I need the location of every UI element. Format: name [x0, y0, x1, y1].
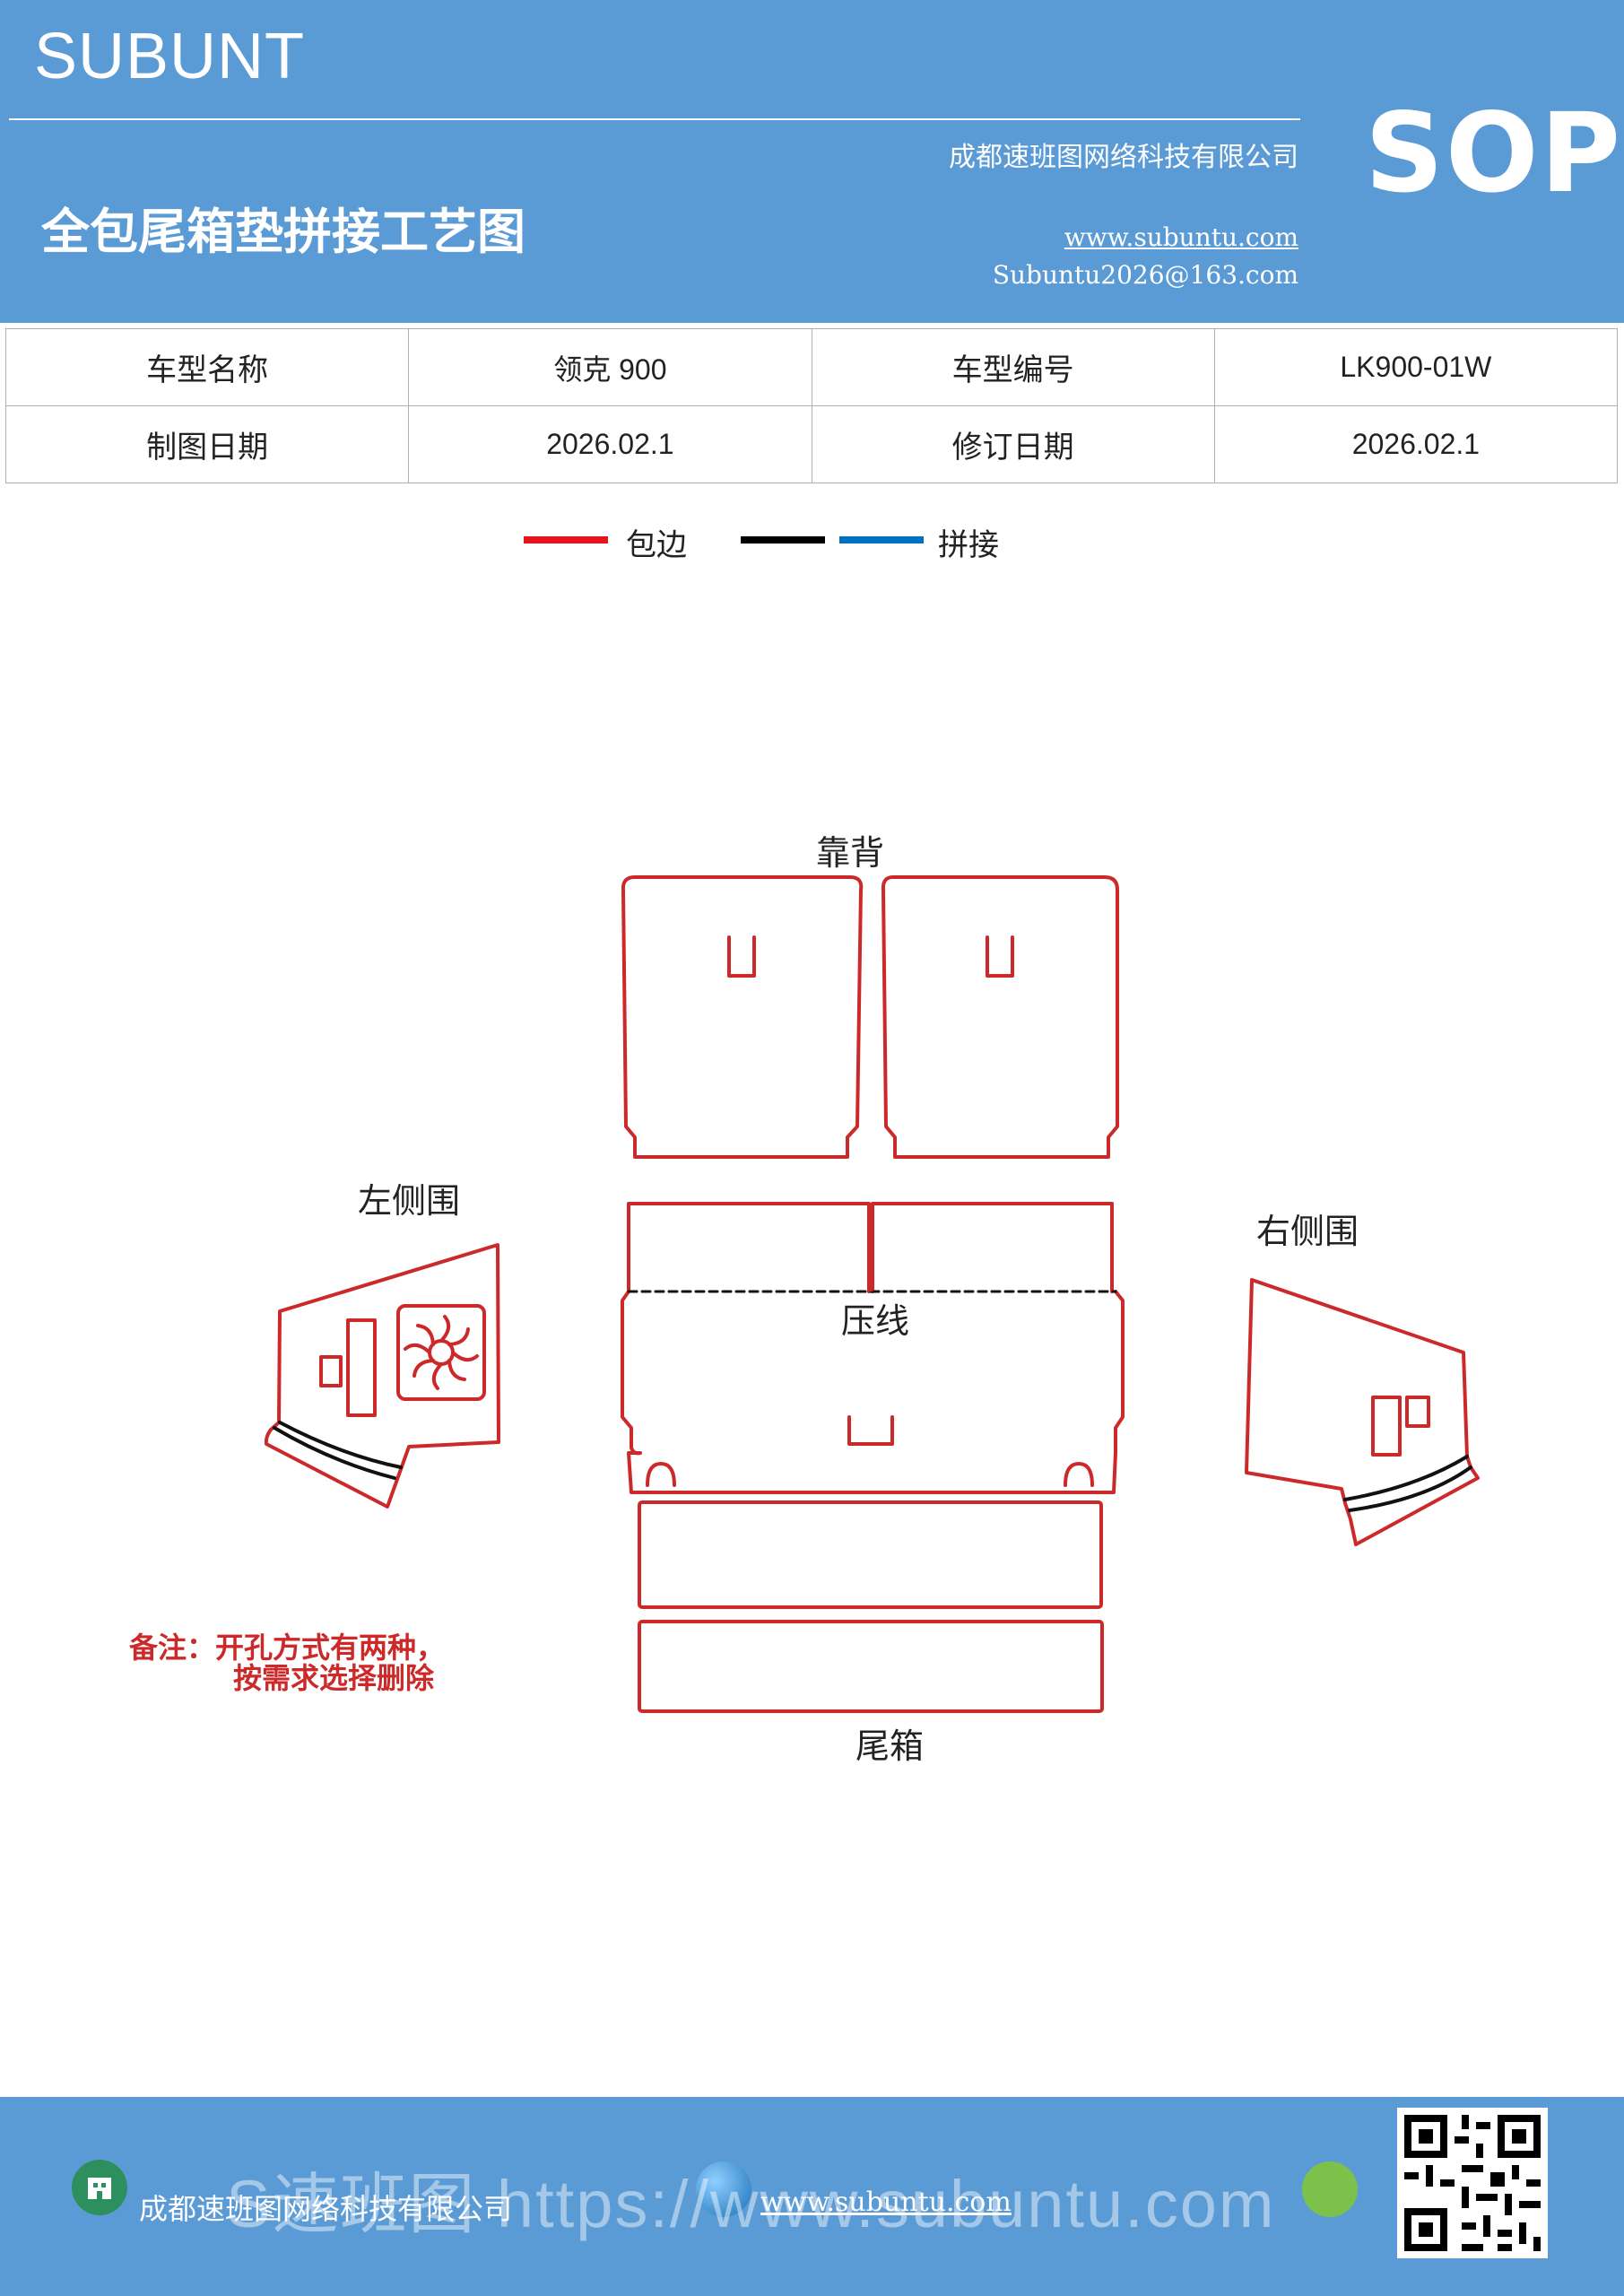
- qr-code: [1397, 2108, 1548, 2258]
- website-link[interactable]: www.subuntu.com: [1064, 222, 1298, 252]
- table-row: 车型名称 领克 900 车型编号 LK900-01W: [4, 328, 1619, 406]
- trunk-label: 尾箱: [855, 1726, 924, 1766]
- right-side-seam: [1343, 1455, 1469, 1501]
- footer-banner: 成都速班图网络科技有限公司 www.subuntu.com S速班图 https…: [0, 2097, 1624, 2296]
- footer-website-link[interactable]: www.subuntu.com: [760, 2187, 1012, 2218]
- note-line-2: 按需求选择删除: [233, 1661, 435, 1695]
- header-banner: SUBUNT 成都速班图网络科技有限公司 全包尾箱垫拼接工艺图 www.subu…: [0, 0, 1624, 323]
- header-divider: [9, 118, 1300, 120]
- footer-watermark: S速班图 https://www.subuntu.com: [226, 2167, 1276, 2241]
- left-side-slot-long: [346, 1318, 377, 1417]
- right-side-slot-small: [1405, 1396, 1430, 1428]
- floor-notch-left: [646, 1462, 676, 1487]
- floor-notch-right: [1064, 1462, 1094, 1487]
- globe-icon: [696, 2161, 751, 2217]
- backrest-label: 靠背: [816, 833, 884, 873]
- right-side-slot-long: [1371, 1396, 1402, 1457]
- left-side-vent-frame: [396, 1304, 486, 1401]
- right-side-seam-2: [1348, 1465, 1472, 1512]
- document-title: 全包尾箱垫拼接工艺图: [41, 204, 525, 260]
- legend-seam-label: 拼接: [938, 527, 999, 563]
- trunk-panel-upper: [638, 1500, 1103, 1609]
- model-code-value: LK900-01W: [1213, 328, 1619, 406]
- draw-date-label: 制图日期: [4, 405, 410, 483]
- vehicle-info-table: 车型名称 领克 900 车型编号 LK900-01W 制图日期 2026.02.…: [4, 328, 1619, 483]
- floor-slot: [847, 1415, 894, 1446]
- model-name-label: 车型名称: [4, 328, 410, 406]
- model-code-label: 车型编号: [811, 328, 1215, 406]
- legend: 包边 拼接: [524, 520, 1062, 574]
- wechat-icon: [1302, 2161, 1358, 2217]
- model-name-value: 领克 900: [408, 328, 812, 406]
- left-side-vent-icon: [404, 1315, 479, 1390]
- note-line-1: 备注：开孔方式有两种，: [129, 1631, 445, 1665]
- left-side-panel: [264, 1243, 500, 1509]
- legend-seam-black-swatch: [741, 536, 825, 544]
- backrest-right-panel: [881, 875, 1119, 1159]
- upper-flap-left: [627, 1202, 871, 1293]
- floor-panel: [621, 1290, 1125, 1494]
- left-side-seam-2: [273, 1426, 396, 1480]
- sop-badge: SOP: [1365, 90, 1622, 217]
- legend-edge-label: 包边: [626, 527, 687, 563]
- backrest-left-panel: [621, 875, 864, 1159]
- legend-seam-blue-swatch: [839, 536, 924, 544]
- right-side-label: 右侧围: [1256, 1212, 1359, 1251]
- footer-company: 成都速班图网络科技有限公司: [139, 2192, 513, 2226]
- revision-date-value: 2026.02.1: [1213, 405, 1619, 483]
- trunk-mat-diagram: 靠背 左侧围 右侧围 压线 尾箱 备注：开孔方式有两种， 按需求选择删除: [129, 833, 1480, 1766]
- revision-date-label: 修订日期: [811, 405, 1215, 483]
- right-side-panel: [1245, 1278, 1480, 1546]
- building-icon: [72, 2160, 127, 2215]
- left-side-seam: [278, 1421, 403, 1469]
- left-side-label: 左侧围: [358, 1181, 460, 1221]
- trunk-panel-lower: [638, 1620, 1104, 1713]
- crease-label: 压线: [841, 1301, 909, 1341]
- backrest-left-slot: [727, 935, 756, 978]
- backrest-right-slot: [986, 935, 1014, 978]
- left-side-slot-small: [319, 1355, 343, 1387]
- email-address: Subuntu2026@163.com: [992, 260, 1298, 290]
- table-row: 制图日期 2026.02.1 修订日期 2026.02.1: [4, 405, 1619, 483]
- legend-edge-swatch: [524, 536, 608, 544]
- draw-date-value: 2026.02.1: [408, 405, 812, 483]
- brand-name: SUBUNT: [34, 21, 306, 92]
- upper-flap-right: [871, 1202, 1114, 1293]
- company-name: 成都速班图网络科技有限公司: [949, 142, 1298, 173]
